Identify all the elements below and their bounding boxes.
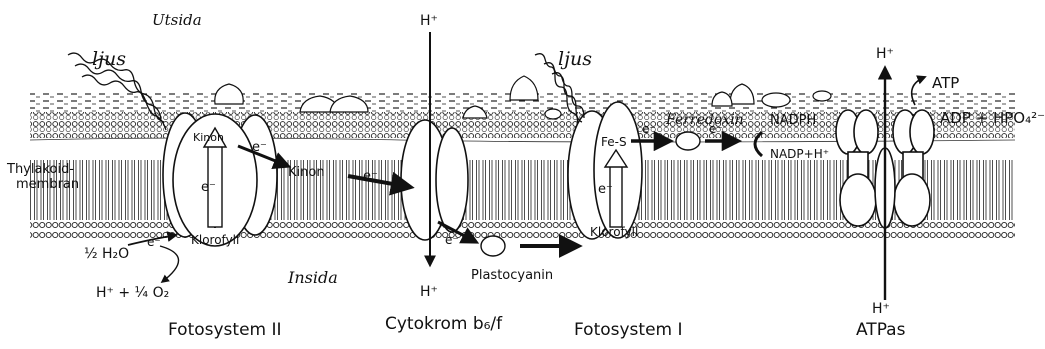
oxygen-label: H⁺ + ¼ O₂ bbox=[96, 285, 169, 301]
atpase-base bbox=[840, 174, 876, 226]
photosystem-1-complex bbox=[568, 102, 642, 239]
oxygen-release-arrow bbox=[160, 246, 179, 282]
klorofyll-label: Klorofyll bbox=[191, 233, 239, 247]
proton-label-atpase-top: H⁺ bbox=[876, 46, 894, 62]
water-label: ½ H₂O bbox=[84, 246, 129, 262]
electron-label: e⁻ bbox=[201, 180, 216, 195]
caption-atpase: ATPas bbox=[856, 320, 906, 340]
proton-label-atpase-bottom: H⁺ bbox=[872, 301, 890, 317]
atpase-base bbox=[894, 174, 930, 226]
plastocyanin-label: Plastocyanin bbox=[471, 268, 553, 283]
caption-cytochrome: Cytokrom b₆/f bbox=[385, 314, 503, 334]
atp-label: ATP bbox=[932, 74, 959, 92]
electron-label: e⁻ bbox=[445, 233, 459, 247]
kinon-label: Kinon bbox=[193, 131, 224, 144]
electron-label: e⁻ bbox=[598, 182, 613, 197]
surface-bump bbox=[813, 91, 831, 101]
membrane-label: Thylakoid- membran bbox=[6, 162, 79, 192]
cytochrome-complex bbox=[401, 120, 468, 240]
light-label: ljus bbox=[92, 48, 126, 70]
caption-photosystem-1: Fotosystem I bbox=[574, 320, 683, 340]
light-label: ljus bbox=[558, 48, 592, 70]
electron-label: e⁻ bbox=[642, 122, 656, 136]
ferredoxin-molecule bbox=[676, 132, 700, 150]
plastocyanin-molecule bbox=[481, 236, 505, 256]
inside-label: Insida bbox=[287, 268, 338, 287]
atpase-head bbox=[854, 110, 878, 154]
membrane-label-line1: Thylakoid- bbox=[6, 162, 74, 177]
electron-label: e⁻ bbox=[147, 235, 161, 249]
nadp-label: NADP+H⁺ bbox=[770, 147, 829, 161]
atpase-head bbox=[910, 110, 934, 154]
outside-label: Utsida bbox=[152, 11, 202, 29]
surface-bump bbox=[730, 84, 754, 104]
surface-bump bbox=[510, 76, 538, 100]
klorofyll-label: Klorofyll bbox=[590, 225, 638, 239]
surface-bump bbox=[215, 84, 243, 104]
cyt-subunit bbox=[436, 128, 468, 232]
kinon-label: Kinon bbox=[288, 165, 325, 180]
ferredoxin-label: Ferredoxin bbox=[665, 112, 744, 128]
surface-bump bbox=[762, 93, 790, 107]
membrane-label-line2: membran bbox=[16, 177, 79, 192]
electron-label: e⁻ bbox=[363, 169, 378, 184]
proton-label-cytochrome-top: H⁺ bbox=[420, 13, 438, 29]
nadph-label: NADPH bbox=[770, 113, 816, 128]
surface-bump bbox=[545, 109, 561, 119]
fe-s-label: Fe-S bbox=[601, 135, 627, 149]
electron-label: e⁻ bbox=[252, 140, 267, 155]
proton-label-cytochrome-bottom: H⁺ bbox=[420, 284, 438, 300]
caption-photosystem-2: Fotosystem II bbox=[168, 320, 282, 340]
adp-label: ADP + HPO₄²⁻ bbox=[940, 109, 1045, 127]
